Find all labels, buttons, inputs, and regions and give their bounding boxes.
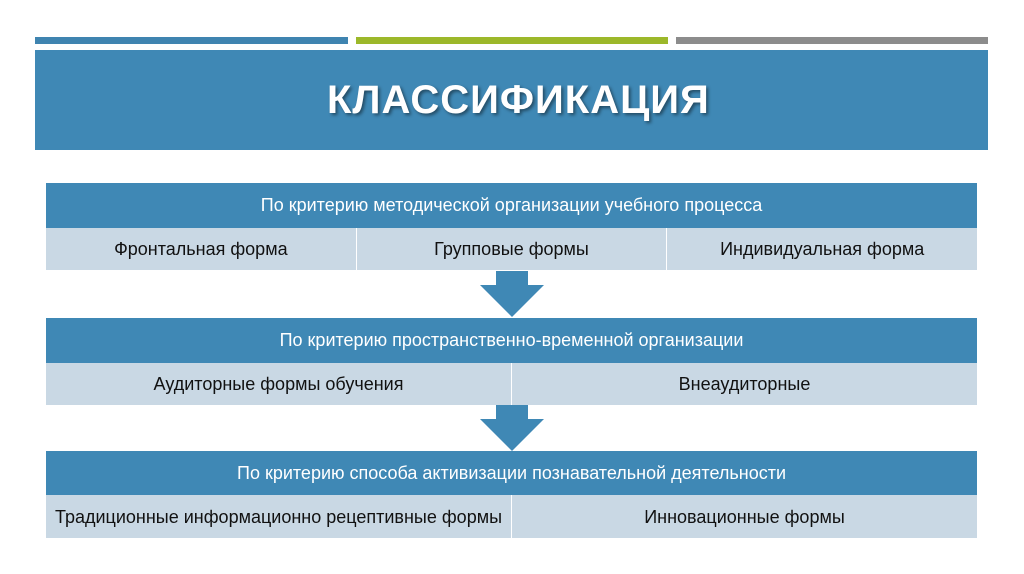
form-cell-innovative: Инновационные формы [511, 495, 977, 538]
block-header: По критерию пространственно-временной ор… [46, 318, 977, 363]
down-arrow-icon [480, 271, 544, 317]
block-row: Традиционные информационно рецептивные ф… [46, 495, 977, 538]
accent-bar-green [356, 37, 668, 44]
form-cell-extracurricular: Внеаудиторные [511, 363, 977, 405]
block-row: Фронтальная форма Групповые формы Индиви… [46, 228, 978, 270]
classification-block-methodical: По критерию методической организации уче… [46, 183, 978, 270]
form-cell-classroom: Аудиторные формы обучения [46, 363, 511, 405]
accent-bar-gray [676, 37, 988, 44]
accent-bar-blue [35, 37, 348, 44]
form-cell-individual: Индивидуальная форма [666, 228, 978, 270]
classification-block-spatiotemporal: По критерию пространственно-временной ор… [46, 318, 977, 405]
form-cell-traditional: Традиционные информационно рецептивные ф… [46, 495, 511, 538]
block-header: По критерию методической организации уче… [46, 183, 977, 228]
form-cell-group: Групповые формы [355, 228, 667, 270]
down-arrow-icon [480, 405, 544, 451]
classification-block-activation: По критерию способа активизации познават… [46, 451, 977, 538]
slide-title: КЛАССИФИКАЦИЯ [327, 77, 710, 122]
block-header: По критерию способа активизации познават… [46, 451, 977, 495]
form-cell-frontal: Фронтальная форма [46, 228, 356, 270]
block-row: Аудиторные формы обучения Внеаудиторные [46, 363, 977, 405]
title-band: КЛАССИФИКАЦИЯ [35, 50, 988, 150]
